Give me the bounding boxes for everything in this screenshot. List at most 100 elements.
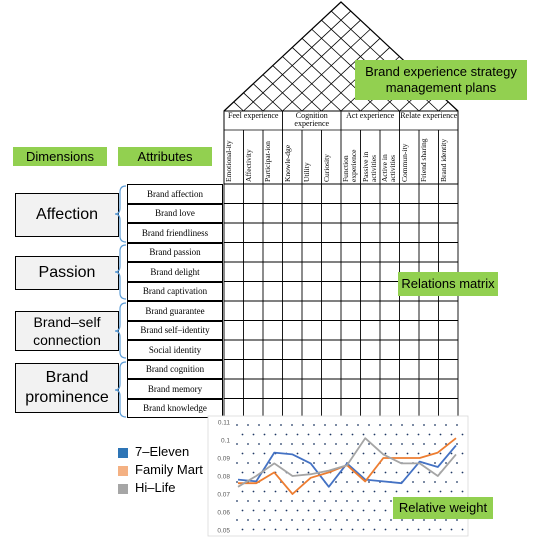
attributes-header: Attributes [118, 147, 212, 166]
grid-dot [384, 509, 387, 512]
grid-dot [390, 424, 392, 426]
grid-dot [285, 490, 288, 493]
grid-dot [236, 519, 238, 521]
grid-dot [368, 424, 370, 426]
grid-dot [313, 462, 315, 464]
relative-weight-label: Relative weight [398, 500, 488, 515]
attribute-cell: Brand friendliness [127, 223, 223, 243]
grid-dot [362, 471, 365, 474]
y-tick-label: 0.06 [217, 510, 230, 517]
grid-dot [252, 509, 255, 512]
grid-dot [362, 433, 365, 436]
grid-dot [379, 443, 381, 445]
grid-dot [456, 424, 458, 426]
grid-dot [335, 519, 337, 521]
grid-dot [439, 452, 442, 455]
grid-dot [461, 528, 464, 531]
grid-dot [461, 433, 464, 436]
grid-dot [357, 462, 359, 464]
grid-dot [307, 452, 310, 455]
grid-dot [241, 471, 244, 474]
experience-group-label: Act experience [346, 112, 395, 120]
grid-dot [274, 433, 277, 436]
grid-dot [417, 528, 420, 531]
dimension-affection: Affection [15, 193, 119, 237]
grid-dot [324, 424, 326, 426]
grid-dot [318, 490, 321, 493]
grid-dot [269, 519, 271, 521]
grid-dot [401, 443, 403, 445]
grid-dot [412, 424, 414, 426]
grid-dot [417, 452, 420, 455]
grid-dot [450, 490, 453, 493]
experience-column-label: Passive in activities [360, 151, 378, 182]
grid-dot [406, 490, 409, 493]
grid-dot [252, 471, 255, 474]
attribute-cell: Brand passion [127, 242, 223, 262]
y-tick-label: 0.1 [221, 438, 230, 445]
grid-dot [445, 424, 447, 426]
grid-dot [428, 452, 431, 455]
grid-dot [390, 481, 392, 483]
grid-dot [302, 500, 304, 502]
grid-dot [313, 500, 315, 502]
grid-dot [318, 509, 321, 512]
roof-lattice-line [262, 19, 361, 112]
grid-dot [351, 528, 354, 531]
grid-dot [269, 481, 271, 483]
grid-dot [313, 519, 315, 521]
grid-dot [390, 500, 392, 502]
grid-dot [296, 490, 299, 493]
grid-dot [302, 481, 304, 483]
grid-dot [280, 481, 282, 483]
grid-dot [335, 481, 337, 483]
grid-dot [417, 490, 420, 493]
grid-dot [445, 443, 447, 445]
grid-dot [406, 471, 409, 474]
grid-dot [241, 490, 244, 493]
relations-matrix-label: Relations matrix [401, 276, 495, 291]
grid-dot [335, 443, 337, 445]
y-tick-label: 0.08 [217, 474, 230, 481]
grid-dot [395, 433, 398, 436]
grid-dot [423, 519, 425, 521]
grid-dot [324, 443, 326, 445]
grid-dot [439, 528, 442, 531]
grid-dot [351, 452, 354, 455]
legend-swatch-family-mart [118, 466, 128, 476]
grid-dot [423, 424, 425, 426]
grid-dot [280, 443, 282, 445]
grid-dot [434, 443, 436, 445]
grid-dot [280, 500, 282, 502]
grid-dot [280, 462, 282, 464]
attribute-cell: Brand delight [127, 262, 223, 282]
y-tick-label: 0.07 [217, 492, 230, 499]
roof-lattice-line [282, 56, 342, 112]
grid-dot [357, 519, 359, 521]
roof-lattice-line [262, 74, 303, 112]
grid-dot [434, 519, 436, 521]
grid-dot [417, 471, 420, 474]
grid-dot [340, 528, 343, 531]
grid-dot [241, 528, 244, 531]
grid-dot [258, 462, 260, 464]
experience-column-label: Knowle-dge [282, 144, 292, 182]
grid-dot [384, 433, 387, 436]
legend-label-hi-life: Hi–Life [135, 480, 176, 495]
grid-dot [362, 528, 365, 531]
grid-dot [291, 519, 293, 521]
grid-dot [428, 490, 431, 493]
grid-dot [412, 481, 414, 483]
grid-dot [456, 443, 458, 445]
grid-dot [285, 509, 288, 512]
grid-dot [406, 528, 409, 531]
grid-dot [263, 433, 266, 436]
grid-dot [236, 500, 238, 502]
grid-dot [307, 509, 310, 512]
grid-dot [324, 462, 326, 464]
grid-dot [340, 509, 343, 512]
attribute-cell: Brand self–identity [127, 320, 223, 340]
grid-dot [258, 500, 260, 502]
grid-dot [379, 481, 381, 483]
grid-dot [307, 490, 310, 493]
